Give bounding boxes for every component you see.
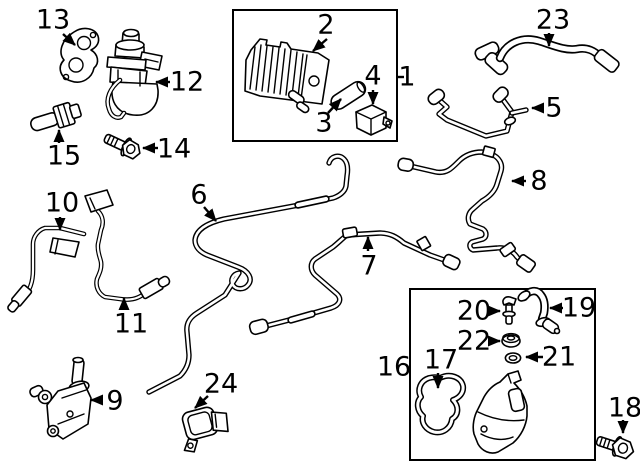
callout-24[interactable]: 24 bbox=[203, 368, 239, 400]
callout-13[interactable]: 13 bbox=[35, 4, 71, 36]
callout-1[interactable]: 1 bbox=[398, 61, 416, 93]
callout-22[interactable]: 22 bbox=[456, 325, 492, 357]
part-16-separator-cover-drawing bbox=[472, 370, 528, 454]
part-7-tube-drawing bbox=[248, 226, 461, 336]
part-14-bolt-drawing bbox=[103, 133, 141, 160]
callout-16[interactable]: 16 bbox=[376, 351, 412, 383]
callout-17[interactable]: 17 bbox=[423, 344, 459, 376]
callout-18[interactable]: 18 bbox=[607, 392, 640, 424]
callout-12[interactable]: 12 bbox=[169, 66, 205, 98]
part-17-gasket-drawing bbox=[414, 372, 467, 436]
part-20-fitting-drawing bbox=[502, 296, 517, 325]
callout-14[interactable]: 14 bbox=[156, 133, 192, 165]
callout-19[interactable]: 19 bbox=[561, 292, 597, 324]
callout-7[interactable]: 7 bbox=[360, 250, 378, 282]
callout-4[interactable]: 4 bbox=[364, 60, 382, 92]
callout-10[interactable]: 10 bbox=[44, 187, 80, 219]
part-8-tube-drawing bbox=[397, 145, 537, 273]
callout-15[interactable]: 15 bbox=[46, 140, 82, 172]
callout-arrows bbox=[53, 32, 629, 434]
arrow-13 bbox=[62, 32, 76, 46]
callout-20[interactable]: 20 bbox=[456, 295, 492, 327]
part-11-oxygen-sensor-drawing bbox=[84, 189, 171, 302]
part-22-grommet-drawing bbox=[501, 332, 521, 348]
part-6-tube-drawing bbox=[146, 153, 351, 395]
part-12-egr-valve-drawing bbox=[105, 28, 163, 120]
part-15-sensor-drawing bbox=[30, 101, 82, 132]
separator-kit-box bbox=[409, 288, 596, 461]
arrow-3 bbox=[327, 98, 342, 114]
arrow-24 bbox=[194, 395, 209, 409]
part-24-sensor-drawing bbox=[181, 406, 229, 453]
callout-5[interactable]: 5 bbox=[545, 92, 563, 124]
part-18-bolt-drawing bbox=[595, 435, 635, 460]
callout-11[interactable]: 11 bbox=[113, 308, 149, 340]
callout-8[interactable]: 8 bbox=[530, 165, 548, 197]
part-10-oxygen-sensor-drawing bbox=[7, 225, 87, 313]
callout-21[interactable]: 21 bbox=[541, 341, 577, 373]
callout-23[interactable]: 23 bbox=[535, 4, 571, 36]
part-5-tube-drawing bbox=[427, 86, 529, 139]
part-4-vent-valve-drawing bbox=[355, 104, 393, 136]
part-2-vapor-canister-drawing bbox=[244, 38, 330, 114]
canister-assembly-box bbox=[232, 9, 398, 142]
arrow-2 bbox=[312, 38, 328, 52]
part-9-valve-drawing bbox=[29, 356, 92, 440]
part-21-oring-drawing bbox=[504, 352, 522, 364]
part-23-hose-drawing bbox=[474, 35, 620, 76]
callout-9[interactable]: 9 bbox=[106, 385, 124, 417]
callout-3[interactable]: 3 bbox=[315, 107, 333, 139]
callout-2[interactable]: 2 bbox=[317, 9, 335, 41]
part-19-hose-drawing bbox=[517, 286, 561, 335]
callout-6[interactable]: 6 bbox=[190, 179, 208, 211]
arrow-6 bbox=[203, 206, 217, 222]
